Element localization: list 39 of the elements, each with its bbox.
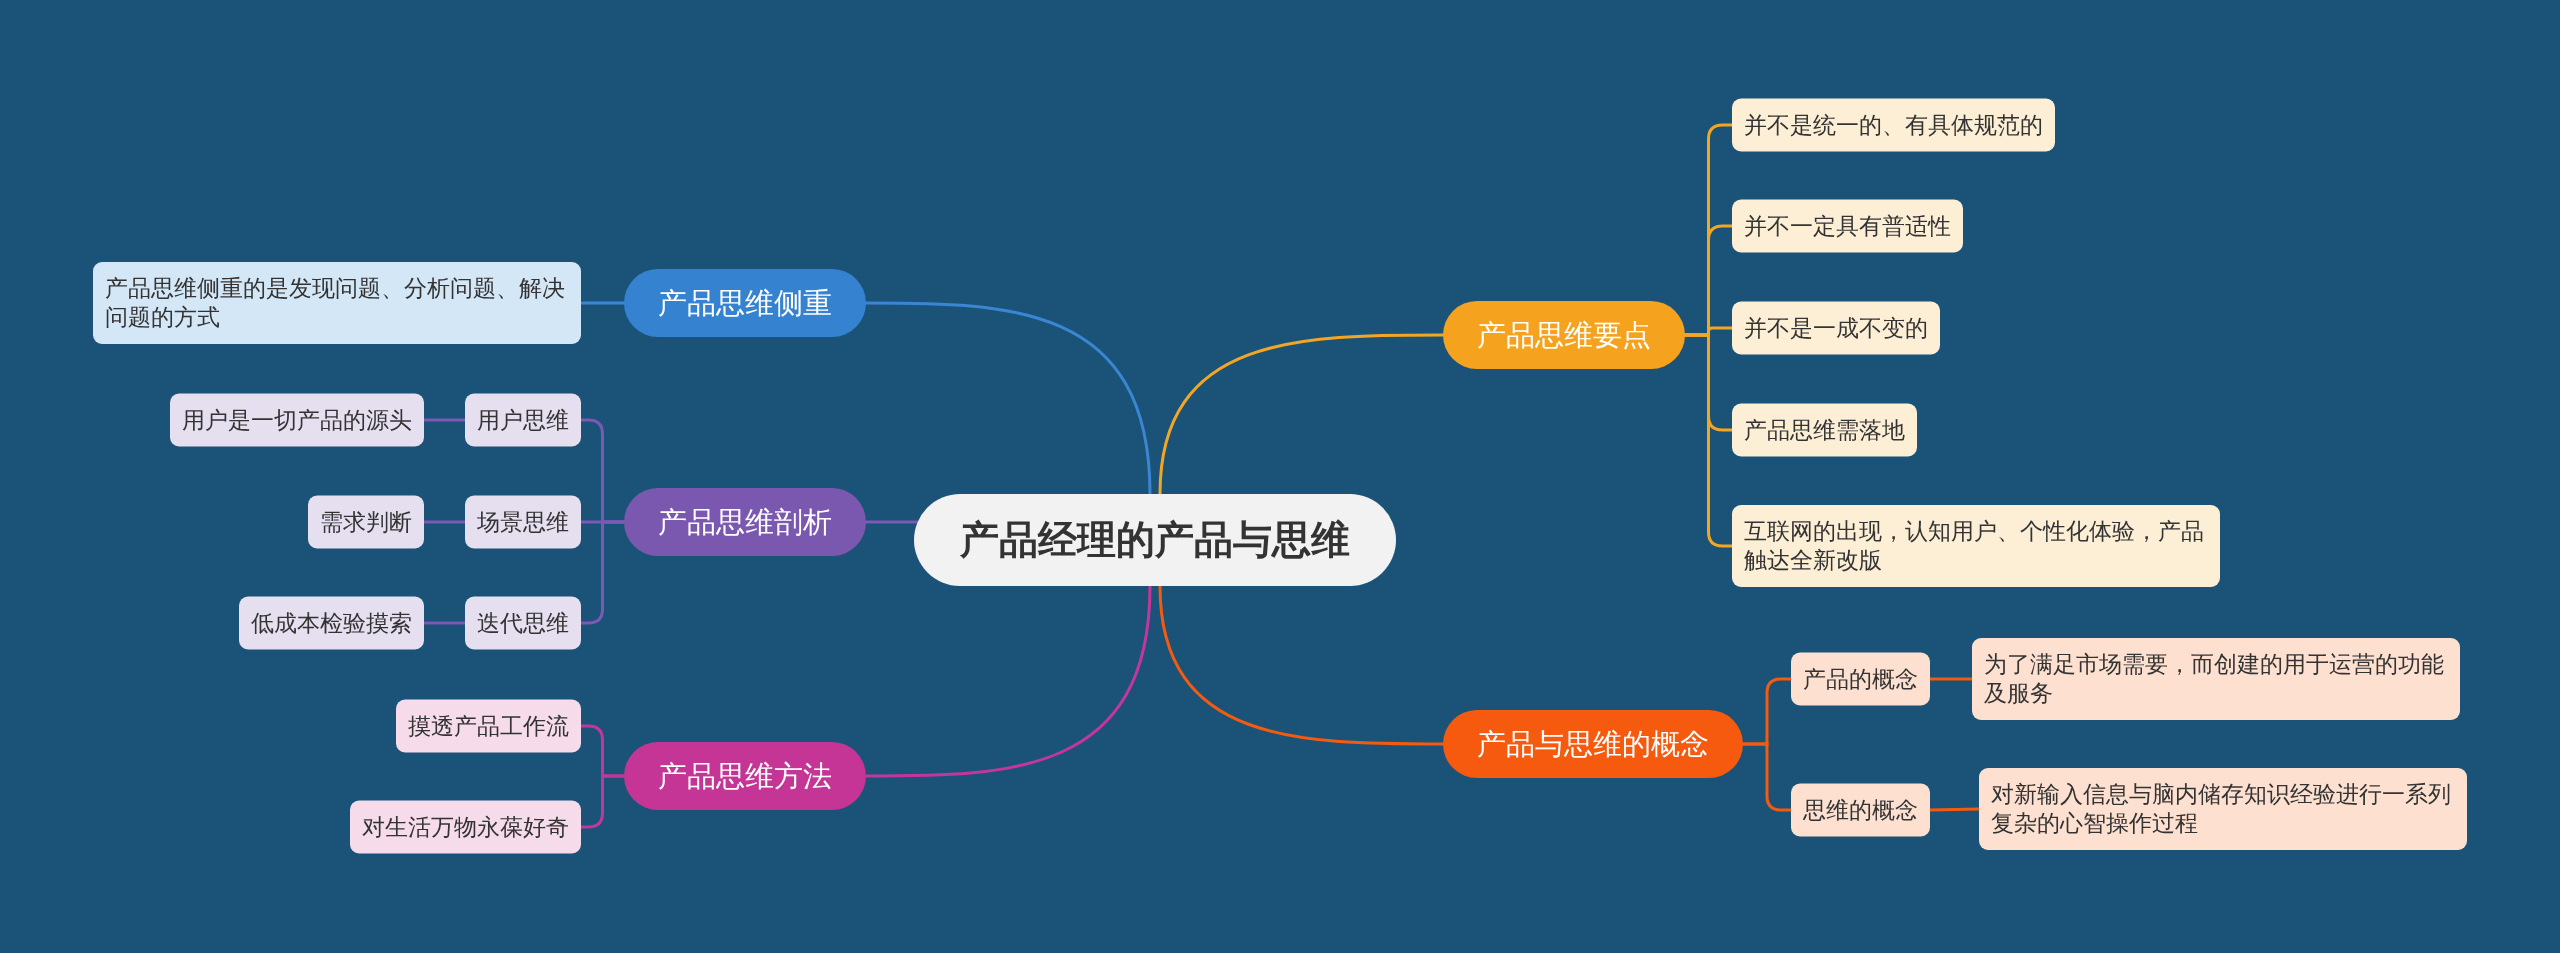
connector-line [1741,742,1793,812]
connector-line [579,774,626,829]
subtopic: 产品思维需落地 [1732,403,1917,457]
subtopic: 摸透产品工作流 [396,699,581,753]
connector-line [1158,584,1445,746]
subtopic: 迭代思维 [465,596,581,650]
connector-line [422,418,467,422]
connector-line [579,520,626,625]
main-topic: 产品思维要点 [1443,301,1685,369]
connector-line [1683,333,1734,548]
subtopic: 产品思维侧重的是发现问题、分析问题、解决问题的方式 [93,262,581,344]
subtopic: 思维的概念 [1791,783,1930,837]
subtopic: 用户思维 [465,393,581,447]
connector-line [422,621,467,625]
subtopic: 用户是一切产品的源头 [170,393,424,447]
connector-line [579,301,626,305]
main-topic: 产品思维剖析 [624,488,866,556]
subtopic: 为了满足市场需要，而创建的用于运营的功能及服务 [1972,638,2460,720]
connector-line [864,301,1152,496]
subtopic: 并不是一成不变的 [1732,301,1940,355]
connector-line [864,520,920,524]
subtopic: 互联网的出现，认知用户、个性化体验，产品触达全新改版 [1732,505,2220,587]
subtopic: 并不是统一的、有具体规范的 [1732,98,2055,152]
connector-line [864,584,1152,778]
subtopic: 场景思维 [465,495,581,549]
connector-line [422,520,467,524]
subtopic: 并不一定具有普适性 [1732,199,1963,253]
main-topic: 产品思维侧重 [624,269,866,337]
subtopic: 对生活万物永葆好奇 [350,800,581,854]
connector-line [1928,677,1974,681]
connector-line [1928,807,1981,812]
subtopic: 产品的概念 [1791,652,1930,706]
main-topic: 产品思维方法 [624,742,866,810]
subtopic: 需求判断 [308,495,424,549]
connector-line [1158,333,1445,496]
main-topic: 产品与思维的概念 [1443,710,1743,778]
subtopic: 低成本检验摸索 [239,596,424,650]
central-topic: 产品经理的产品与思维 [914,494,1396,586]
subtopic: 对新输入信息与脑内储存知识经验进行一系列复杂的心智操作过程 [1979,768,2467,850]
